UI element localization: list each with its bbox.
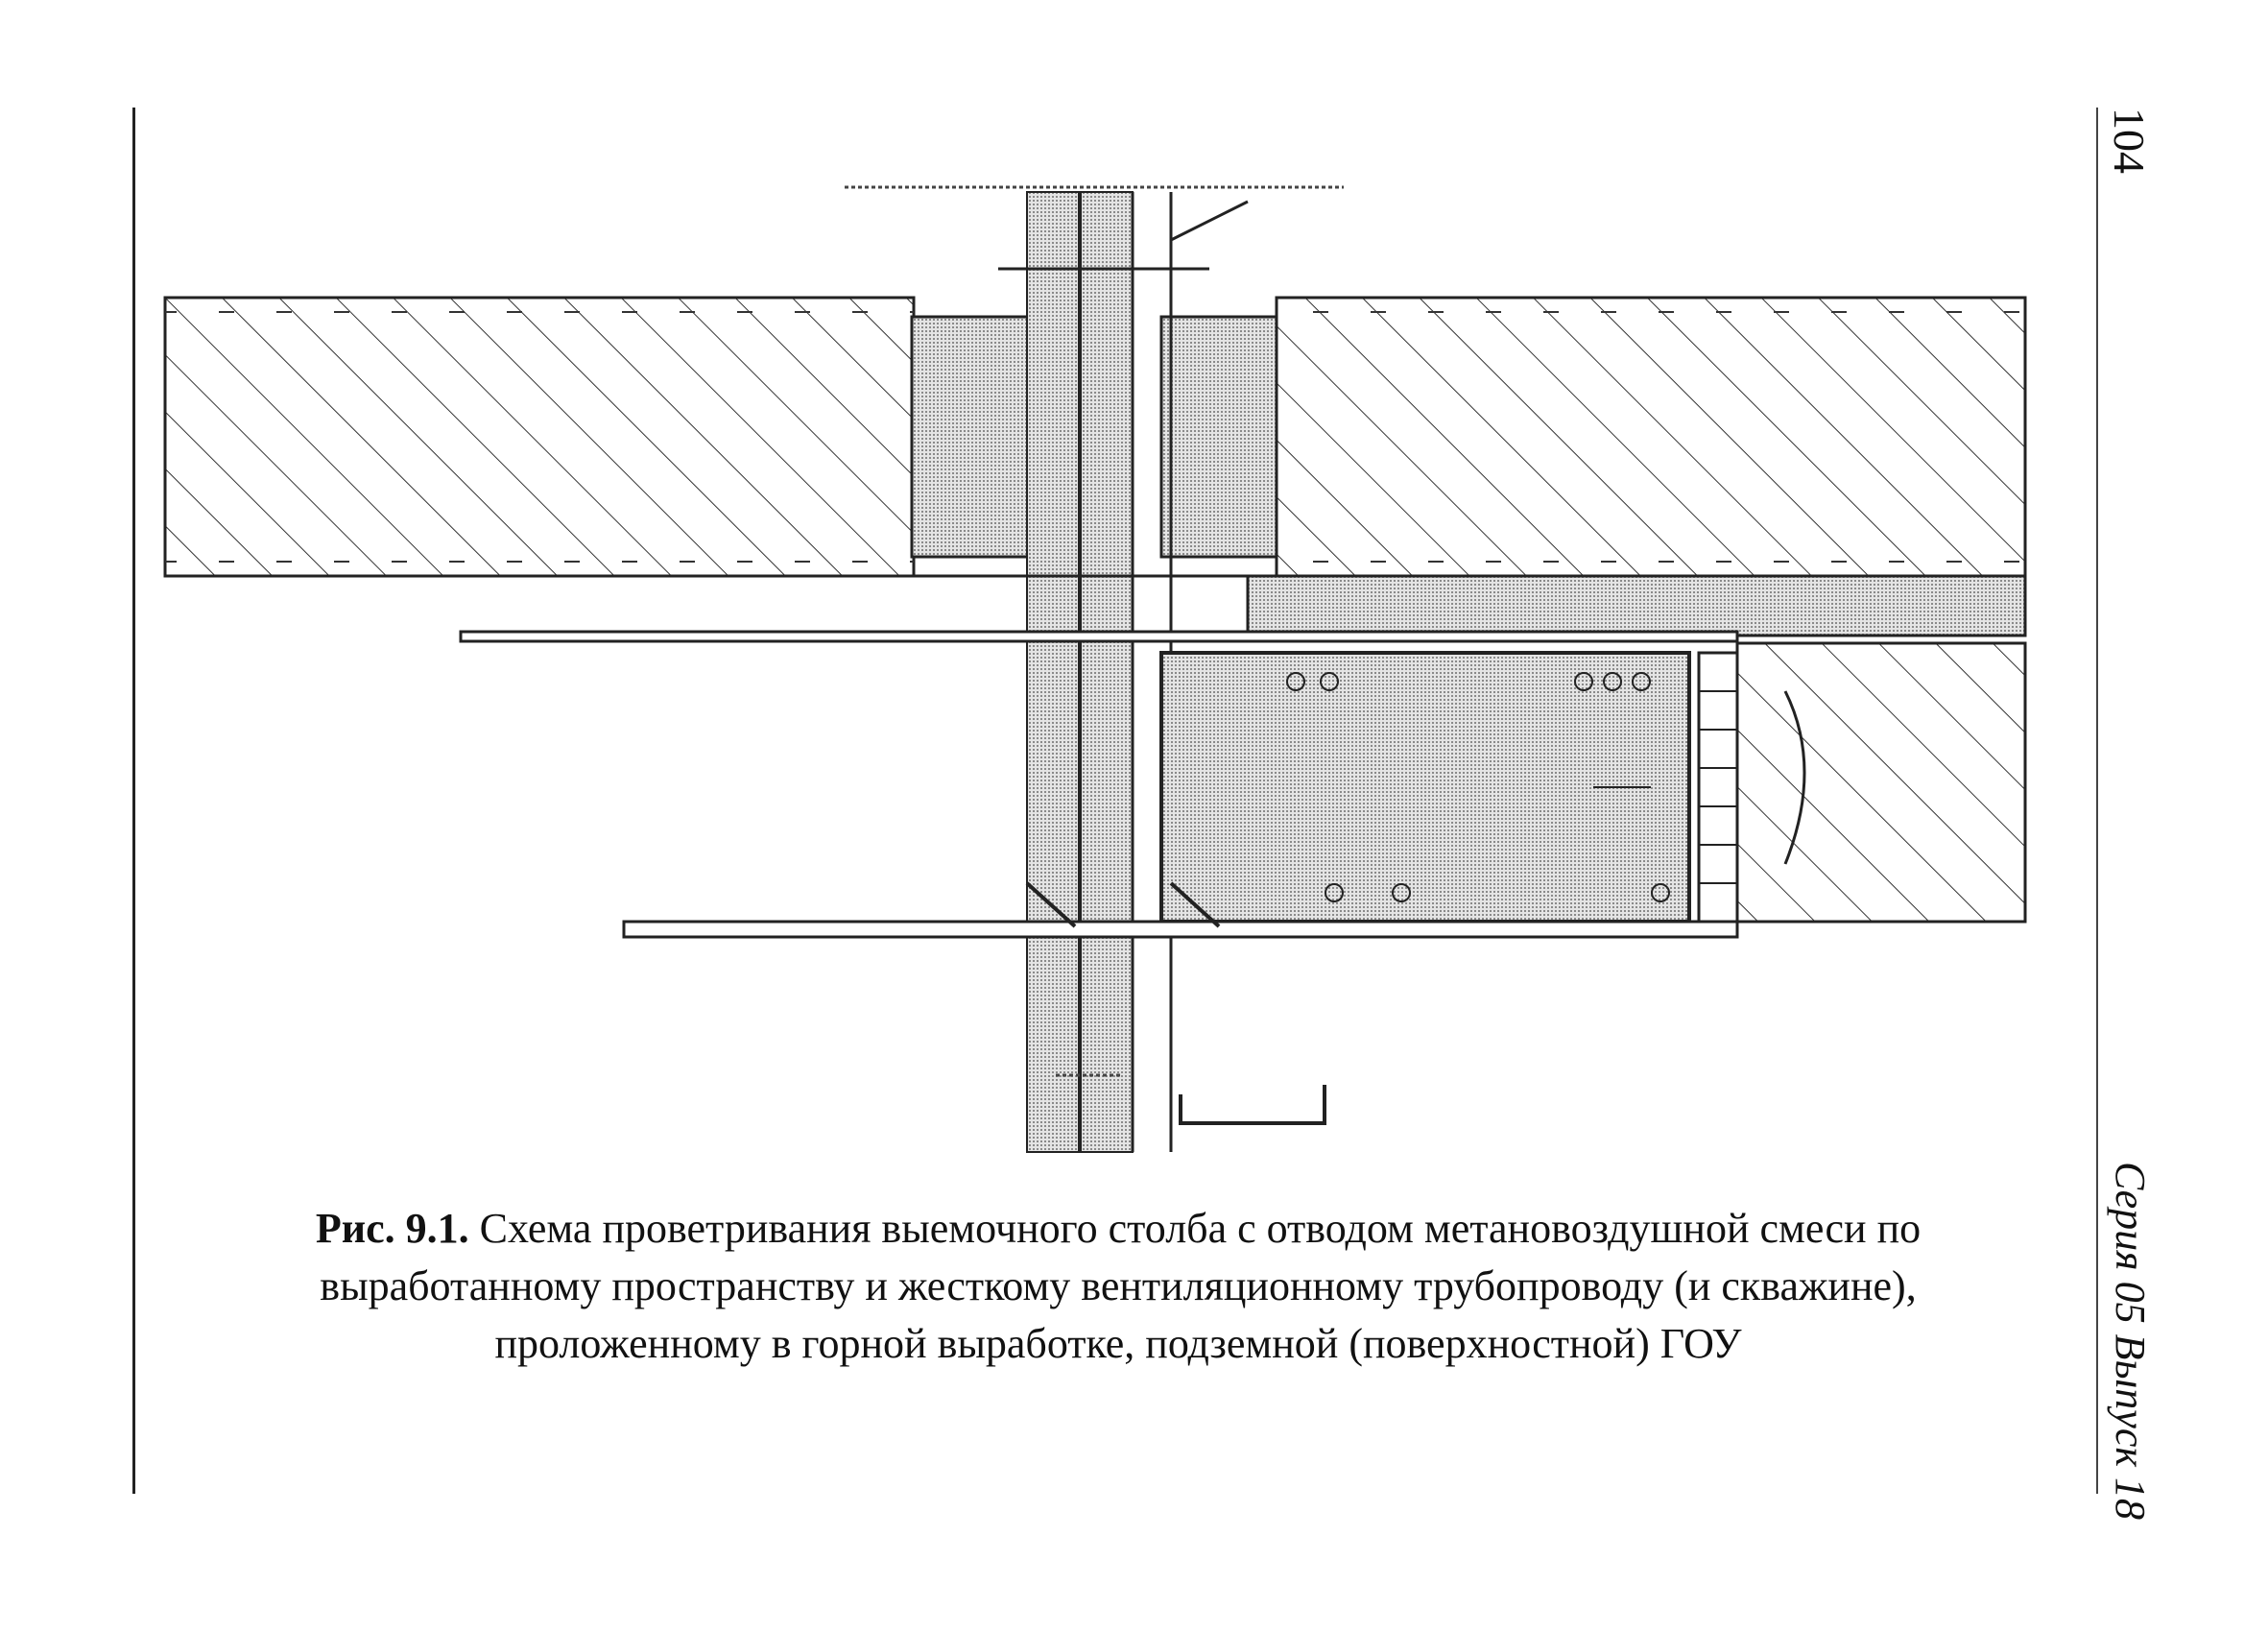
lower-pipes — [622, 881, 1739, 1125]
page-number: 104 — [2105, 108, 2154, 174]
figure-caption-text: Схема проветривания выемочного столба с … — [320, 1205, 1922, 1367]
right-margin-rule — [2096, 108, 2098, 1494]
ventilation-scheme-figure — [163, 185, 2027, 1153]
series-label: Серия 05 Выпуск 18 — [2107, 1162, 2154, 1520]
goaf-block — [1159, 651, 1739, 924]
upper-rock-strata — [163, 296, 2027, 578]
right-rock-block — [1735, 641, 2027, 924]
longwall-band — [459, 574, 2027, 643]
figure-caption: Рис. 9.1. Схема проветривания выемочного… — [230, 1200, 2006, 1373]
figure-label: Рис. 9.1. — [315, 1205, 469, 1252]
shaft-pillars — [910, 191, 1278, 1153]
left-margin-rule — [132, 108, 135, 1494]
